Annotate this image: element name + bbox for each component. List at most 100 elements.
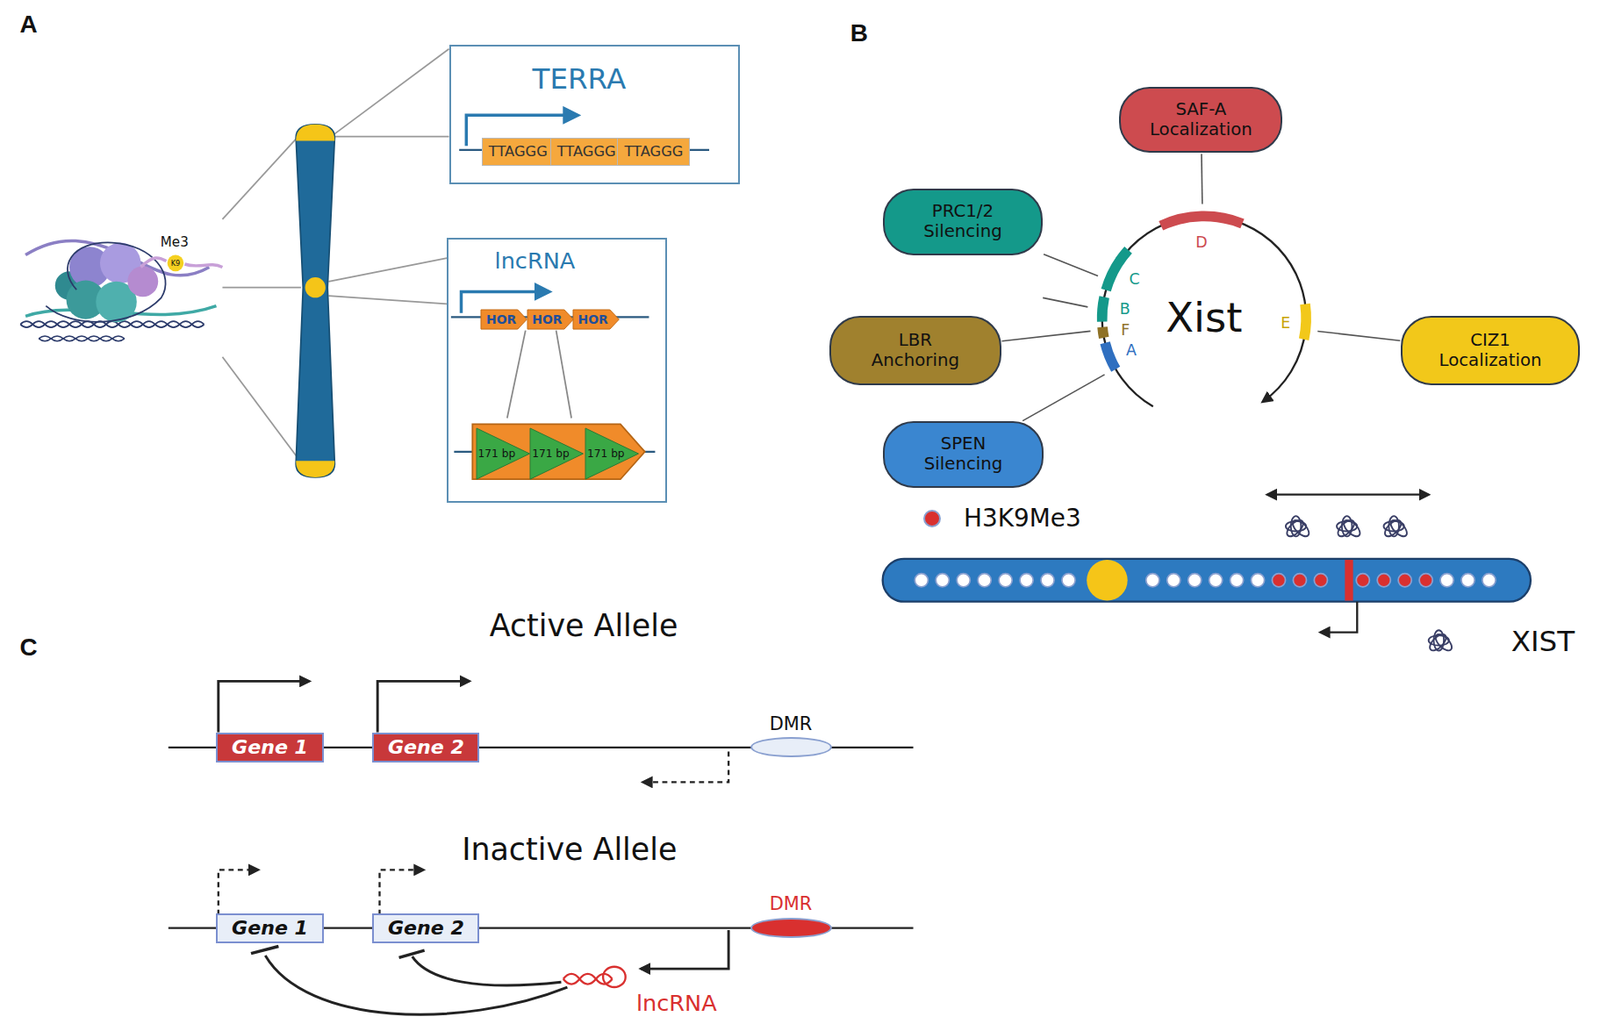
legend-item: H3K9Me3 bbox=[923, 504, 1082, 533]
histone-dot bbox=[1188, 573, 1202, 588]
chromosome bbox=[295, 124, 335, 478]
legend-text: H3K9Me3 bbox=[963, 504, 1082, 533]
histone-dot bbox=[1167, 573, 1181, 588]
dmr-oval bbox=[750, 918, 833, 939]
shape-outline bbox=[476, 428, 530, 480]
xist-segment bbox=[1105, 250, 1128, 291]
node-text: Gene 2 bbox=[387, 917, 465, 940]
zoom-lines bbox=[222, 49, 449, 462]
hor-arrow: HOR bbox=[480, 309, 527, 330]
node-text: CIZ1 Localization bbox=[1439, 330, 1543, 371]
histone-dot bbox=[1313, 573, 1328, 588]
node-text: TTAGGG bbox=[624, 143, 683, 161]
shape-outline bbox=[585, 428, 639, 480]
leader-line bbox=[1002, 330, 1091, 341]
histone-dot bbox=[914, 573, 928, 588]
allele-title: Active Allele bbox=[489, 609, 679, 643]
histone-dot bbox=[1356, 573, 1370, 588]
shape-outline bbox=[480, 309, 527, 330]
function-pill: SAF-A Localization bbox=[1119, 86, 1283, 154]
leader-line bbox=[1022, 374, 1105, 422]
node-text: Gene 2 bbox=[387, 736, 465, 759]
segment-letter: B bbox=[1119, 301, 1131, 319]
xist-segment bbox=[1161, 215, 1243, 226]
function-pill: PRC1/2 Silencing bbox=[882, 188, 1044, 256]
segment-letter: F bbox=[1120, 322, 1130, 339]
leader-line bbox=[1200, 153, 1203, 204]
node-text: TERRA bbox=[532, 64, 627, 94]
shape-outline bbox=[573, 309, 619, 330]
residue-label: K9 bbox=[171, 258, 181, 267]
xist-segment bbox=[1304, 303, 1307, 339]
node-text: HOR bbox=[486, 312, 517, 327]
monomer-triangle: 171 bp bbox=[585, 428, 639, 480]
histone-dot bbox=[1040, 573, 1055, 588]
node-text: HOR bbox=[578, 312, 609, 327]
node-text: Gene 1 bbox=[231, 917, 309, 940]
node-text: lncRNA bbox=[495, 250, 576, 273]
leader-line bbox=[1043, 254, 1098, 277]
histone-dot bbox=[1482, 573, 1496, 588]
histone-dot bbox=[977, 573, 991, 588]
histone-dot bbox=[956, 573, 970, 588]
segment-letter: D bbox=[1195, 234, 1207, 252]
panel-letter: C bbox=[19, 634, 37, 662]
xist-rna bbox=[1284, 517, 1306, 540]
histone-dot bbox=[1419, 573, 1433, 588]
xist-segment bbox=[1102, 296, 1105, 322]
monomer-triangle: 171 bp bbox=[476, 428, 530, 480]
histone-dot bbox=[935, 573, 949, 588]
zoom-box: lncRNAHORHORHOR171 bp171 bp171 bp bbox=[446, 237, 668, 503]
histone-dot bbox=[1461, 573, 1475, 588]
histone-dot bbox=[1019, 573, 1034, 588]
allele-title: Inactive Allele bbox=[461, 832, 677, 867]
node-text: DMR bbox=[769, 893, 813, 915]
gene-box: Gene 2 bbox=[372, 913, 480, 943]
gene-box: Gene 1 bbox=[215, 913, 323, 943]
node-text: 171 bp bbox=[587, 447, 625, 460]
function-pill: SPEN Silencing bbox=[882, 421, 1045, 488]
histone-dot bbox=[1061, 573, 1076, 588]
histone-dot bbox=[1440, 573, 1454, 588]
function-pill: CIZ1 Localization bbox=[1400, 315, 1579, 386]
histone-dot bbox=[1377, 573, 1391, 588]
node-text: TTAGGG bbox=[488, 143, 548, 161]
histone-dot bbox=[1146, 573, 1160, 588]
node-text: DMR bbox=[769, 713, 813, 735]
segment-letter: C bbox=[1128, 271, 1140, 288]
dmr-region: DMR bbox=[745, 713, 838, 759]
node-text: LBR Anchoring bbox=[871, 330, 960, 371]
dmr-oval bbox=[750, 737, 833, 758]
xist-rna bbox=[1427, 631, 1450, 654]
histone-dot bbox=[1209, 573, 1223, 588]
xist-segment bbox=[1102, 327, 1105, 338]
function-pill: LBR Anchoring bbox=[829, 315, 1001, 386]
repeat-box: TTAGGG bbox=[550, 137, 624, 167]
histone-dot bbox=[1230, 573, 1244, 588]
node-text: TTAGGG bbox=[557, 143, 617, 161]
hor-arrow: HOR bbox=[573, 309, 619, 330]
dmr-region: DMR bbox=[745, 893, 838, 939]
rna-label: XIST bbox=[1511, 627, 1575, 660]
histone-dot bbox=[1398, 573, 1412, 588]
xist-rna bbox=[1382, 517, 1405, 540]
node-text: 171 bp bbox=[531, 447, 570, 460]
histone-dot bbox=[998, 573, 1012, 588]
node-text: Gene 1 bbox=[231, 736, 309, 759]
histone-dot bbox=[1292, 573, 1306, 588]
monomer-triangle: 171 bp bbox=[530, 428, 583, 480]
shape-outline bbox=[527, 309, 574, 330]
xist-segment bbox=[1104, 343, 1116, 370]
repeat-box: TTAGGG bbox=[481, 137, 555, 167]
node-text: SPEN Silencing bbox=[924, 434, 1004, 474]
histone-dot bbox=[1250, 573, 1264, 588]
modification-label: Me3 bbox=[160, 234, 189, 250]
segment-letter: A bbox=[1126, 342, 1137, 359]
lncrna-helix bbox=[563, 967, 626, 988]
zoom-box: TERRA TTAGGG TTAGGG TTAGGG bbox=[449, 44, 740, 185]
node-text: 171 bp bbox=[478, 447, 517, 460]
shape-outline bbox=[530, 428, 583, 480]
nucleosome bbox=[20, 240, 223, 341]
panel-letter: B bbox=[850, 20, 869, 48]
rna-label: lncRNA bbox=[636, 990, 718, 1016]
